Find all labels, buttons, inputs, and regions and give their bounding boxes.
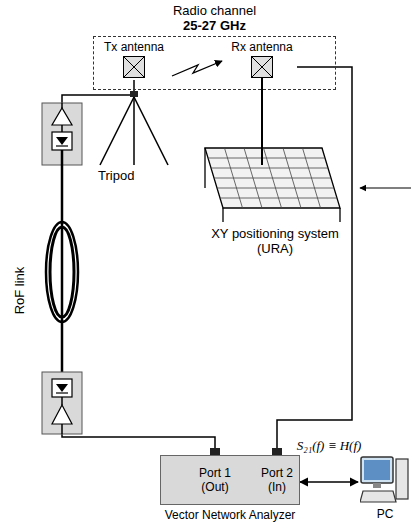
dashed-region-border xyxy=(93,36,336,90)
node-text: Vector Network Analyzer xyxy=(145,508,315,522)
analyzer-box xyxy=(160,455,300,505)
radio-channel-region: Radio channel25-27 GHz Tx antenna Rx anten… xyxy=(93,3,336,90)
tripod-label: Tripod xyxy=(98,168,134,183)
pc-computer: PC xyxy=(358,455,412,521)
link-label: RoF link xyxy=(13,266,28,314)
cable-connector xyxy=(277,67,352,455)
cable-connector xyxy=(62,80,215,455)
rx-antenna: Rx antenna xyxy=(227,40,297,80)
node-text: Tx antenna xyxy=(99,40,169,54)
node-text: 25-27 GHz xyxy=(93,18,336,33)
pc-icon xyxy=(360,455,410,507)
node-text: Port 1 (Out) xyxy=(193,466,237,494)
cable-connector xyxy=(300,481,358,482)
network-analyzer: Port 1 (Out)Port 2 (In)Vector Network An… xyxy=(160,455,300,522)
tripod-symbol xyxy=(100,91,168,165)
edge-label: S₂₁(f) ≡ H(f) xyxy=(295,438,364,453)
tx-antenna: Tx antenna xyxy=(99,40,169,80)
rof-transmitter-unit xyxy=(42,103,82,165)
node-text: Rx antenna xyxy=(227,40,297,54)
rof-receiver-unit xyxy=(42,372,82,434)
node-text: PC xyxy=(358,507,412,521)
antenna-symbol xyxy=(251,56,273,78)
antenna-symbol xyxy=(123,56,145,78)
pointer-arrow xyxy=(360,187,411,188)
radio-link-symbol xyxy=(172,61,222,76)
positioner-label: XY positioning system (URA) xyxy=(205,226,345,256)
node-text: Radio channel xyxy=(93,3,336,18)
port-row: Port 1 (Out) Port 2 (In) xyxy=(160,455,300,505)
node-text: Port 2 (In) xyxy=(255,466,299,494)
xy-positioner xyxy=(205,78,340,222)
port-connector xyxy=(272,448,282,455)
fiber-coil xyxy=(46,165,78,372)
port-connector xyxy=(210,448,220,455)
